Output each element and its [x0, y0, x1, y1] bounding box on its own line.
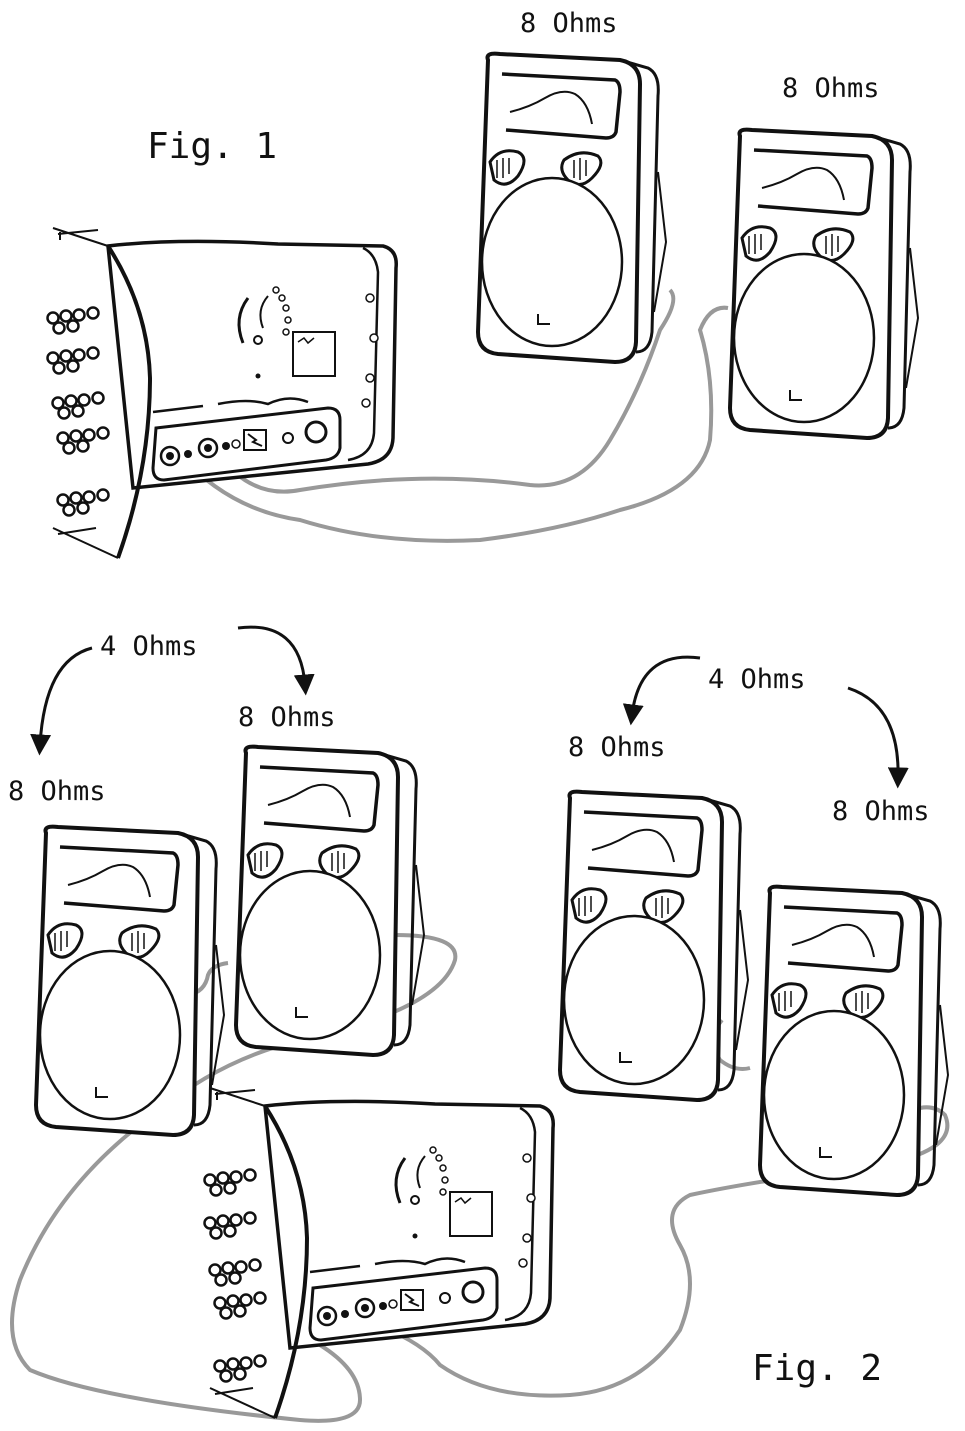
- fig1-group: Fig. 1 8 Ohms 8 Ohms: [46, 8, 920, 560]
- fig2-left-speaker-2: [234, 744, 426, 1057]
- fig1-title: Fig. 1: [147, 126, 277, 167]
- fig2-group: Fig. 2: [8, 625, 950, 1423]
- fig2-left-speaker-1-label: 8 Ohms: [8, 776, 106, 807]
- fig2-cable-left: [10, 933, 458, 1423]
- fig2-left-arrow-2: [237, 625, 315, 696]
- fig2-right-arrow-2: [847, 686, 909, 789]
- fig2-right-total-label: 4 Ohms: [708, 664, 806, 695]
- fig1-speaker-2: [728, 127, 920, 440]
- fig2-right-arrow-1: [622, 655, 701, 726]
- fig2-amplifier: [203, 1086, 556, 1420]
- fig1-cable-a: [213, 288, 676, 494]
- fig2-right-speaker-2: [758, 884, 950, 1197]
- fig2-right-speaker-1: [558, 789, 750, 1102]
- fig2-left-total-label: 4 Ohms: [100, 631, 198, 662]
- fig1-cable-b: [178, 305, 729, 543]
- fig2-left-speaker-1: [34, 824, 226, 1137]
- fig2-left-arrow-1: [30, 646, 93, 756]
- fig2-right-speaker-1-label: 8 Ohms: [568, 732, 666, 763]
- fig2-title: Fig. 2: [752, 1348, 882, 1389]
- fig1-amplifier: [46, 226, 399, 560]
- fig1-speaker-1: [476, 51, 668, 364]
- fig2-right-speaker-2-label: 8 Ohms: [832, 796, 930, 827]
- fig2-left-speaker-2-label: 8 Ohms: [238, 702, 336, 733]
- fig1-speaker-1-label: 8 Ohms: [520, 8, 618, 39]
- fig1-speaker-2-label: 8 Ohms: [782, 73, 880, 104]
